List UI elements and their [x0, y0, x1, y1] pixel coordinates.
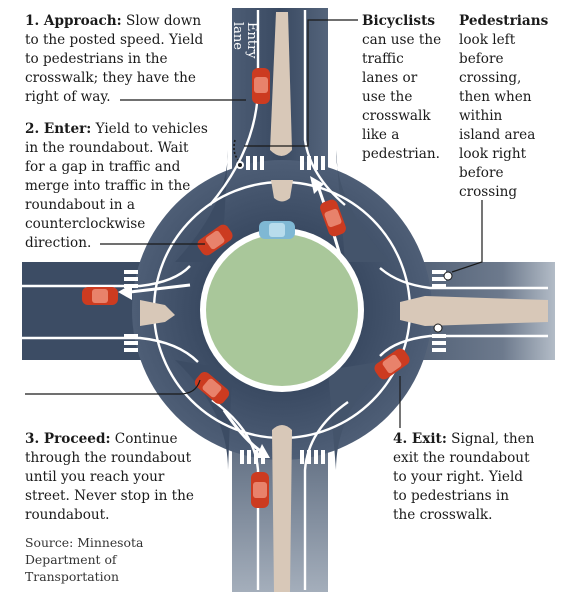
south-splitter-island — [272, 425, 292, 592]
pedestrians-line2: before — [459, 51, 504, 67]
bicyclists-line2: traffic — [362, 51, 404, 67]
step-approach-line2: to the posted speed. Yield — [25, 32, 204, 48]
pedestrians-line6: island area — [459, 127, 536, 143]
leader-proceed — [25, 379, 201, 395]
leader-bicyclist — [244, 19, 358, 147]
bicyclists-line1: can use the — [362, 32, 442, 48]
step-approach-heading: 1. Approach: — [25, 13, 122, 29]
step-exit-line4: to pedestrians in — [393, 488, 510, 504]
step-enter-line3: for a gap in traffic and — [25, 159, 181, 175]
step-approach: 1. Approach: Slow down to the posted spe… — [25, 12, 240, 107]
crosswalk-north — [246, 156, 325, 170]
pedestrians-line5: within — [459, 108, 503, 124]
car-blue — [259, 221, 295, 239]
source-credit: Source: Minnesota Department of Transpor… — [25, 534, 185, 585]
step-proceed-line5: roundabout. — [25, 507, 110, 523]
bicyclists-line5: crosswalk — [362, 108, 431, 124]
entry-lane-word-1: Entry — [244, 22, 259, 59]
step-enter-line2: in the roundabout. Wait — [25, 140, 189, 156]
source-line3: Transportation — [25, 569, 119, 584]
step-enter-line4: merge into traffic in the — [25, 178, 191, 194]
step-proceed-heading: 3. Proceed: — [25, 431, 111, 447]
bicyclists-line7: pedestrian. — [362, 146, 440, 162]
step-approach-line1: Slow down — [121, 13, 202, 29]
car-entering — [197, 224, 233, 256]
pedestrians-note: Pedestrians look left before crossing, t… — [459, 12, 564, 202]
step-enter-line6: counterclockwise — [25, 216, 146, 232]
step-exit-line1: Signal, then — [446, 431, 535, 447]
bicyclists-line6: like a — [362, 127, 400, 143]
step-enter-line7: direction. — [25, 235, 92, 251]
pedestrians-line8: before — [459, 165, 504, 181]
step-proceed-line2: through the roundabout — [25, 450, 192, 466]
pedestrians-line1: look left — [459, 32, 516, 48]
west-splitter-island — [140, 300, 175, 326]
step-enter: 2. Enter: Yield to vehicles in the round… — [25, 120, 240, 253]
step-enter-line5: roundabout in a — [25, 197, 135, 213]
pedestrians-line4: then when — [459, 89, 532, 105]
pedestrian-icon-east-mid — [433, 323, 443, 333]
bicyclist-icon — [233, 139, 244, 169]
entry-lane-label: Entry — [244, 22, 259, 59]
pedestrian-icon-east-top — [443, 271, 453, 281]
pedestrians-heading: Pedestrians — [459, 13, 549, 29]
east-splitter-island — [400, 296, 548, 326]
car-approach — [252, 68, 270, 104]
bicyclists-note: Bicyclists can use the traffic lanes or … — [362, 12, 462, 164]
north-splitter-island — [270, 12, 292, 156]
step-exit-line2: exit the roundabout — [393, 450, 530, 466]
step-enter-line1: Yield to vehicles — [91, 121, 208, 137]
step-exit-line3: to your right. Yield — [393, 469, 523, 485]
step-exit-line5: the crosswalk. — [393, 507, 493, 523]
step-approach-line3: to pedestrians in the — [25, 51, 168, 67]
car-south — [251, 472, 269, 508]
pedestrians-line9: crossing — [459, 184, 518, 200]
step-proceed-line4: street. Never stop in the — [25, 488, 194, 504]
car-exit — [374, 348, 410, 380]
bicyclists-line3: lanes or — [362, 70, 418, 86]
car-proceed — [194, 371, 230, 405]
step-enter-heading: 2. Enter: — [25, 121, 92, 137]
step-approach-line4: crosswalk; they have the — [25, 70, 196, 86]
step-approach-line5: right of way. — [25, 89, 111, 105]
crosswalk-east — [432, 270, 446, 352]
step-exit-heading: 4. Exit: — [393, 431, 447, 447]
bicyclists-heading: Bicyclists — [362, 13, 436, 29]
pedestrians-line7: look right — [459, 146, 527, 162]
leader-pedestrians — [451, 200, 483, 273]
pedestrians-line3: crossing, — [459, 70, 522, 86]
bicyclists-line4: use the — [362, 89, 413, 105]
car-north-exit — [320, 199, 346, 237]
source-line1: Source: Minnesota — [25, 535, 144, 550]
step-proceed-line1: Continue — [110, 431, 178, 447]
car-west-exit — [82, 287, 118, 305]
step-exit: 4. Exit: Signal, then exit the roundabou… — [393, 430, 565, 525]
source-line2: Department of — [25, 552, 117, 567]
step-proceed-line3: until you reach your — [25, 469, 165, 485]
step-proceed: 3. Proceed: Continue through the roundab… — [25, 430, 240, 525]
